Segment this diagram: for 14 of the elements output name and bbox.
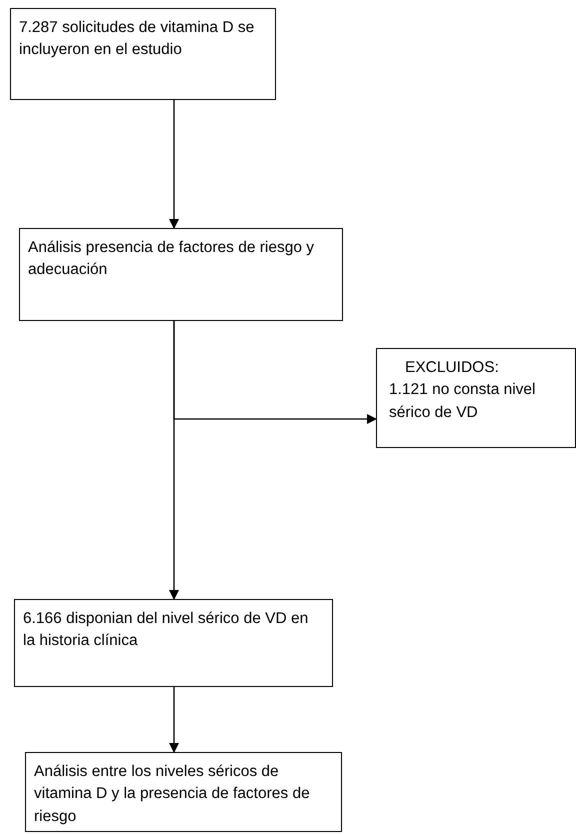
arrow bbox=[169, 687, 179, 753]
process-box bbox=[25, 752, 342, 832]
box-text: Análisis entre los niveles séricos de vitamina D y la presencia de factores de riesgo bbox=[34, 762, 311, 827]
box-text: Análisis presencia de factores de riesgo y adecuación bbox=[28, 238, 316, 280]
process-box bbox=[19, 228, 343, 321]
box-text: 7.287 solicitudes de vitamina D se incluyeron en el estudio bbox=[19, 18, 256, 60]
box-heading: EXCLUIDOS: bbox=[404, 358, 500, 378]
process-box bbox=[376, 348, 576, 448]
box-text: 6.166 disponian del nivel sérico de VD en la historia clínica bbox=[23, 609, 310, 652]
arrow bbox=[169, 321, 179, 600]
arrow bbox=[169, 100, 179, 229]
box-text: 1.121 no consta nivel sérico de VD bbox=[388, 380, 536, 423]
process-box bbox=[14, 599, 333, 687]
process-box bbox=[10, 8, 276, 100]
